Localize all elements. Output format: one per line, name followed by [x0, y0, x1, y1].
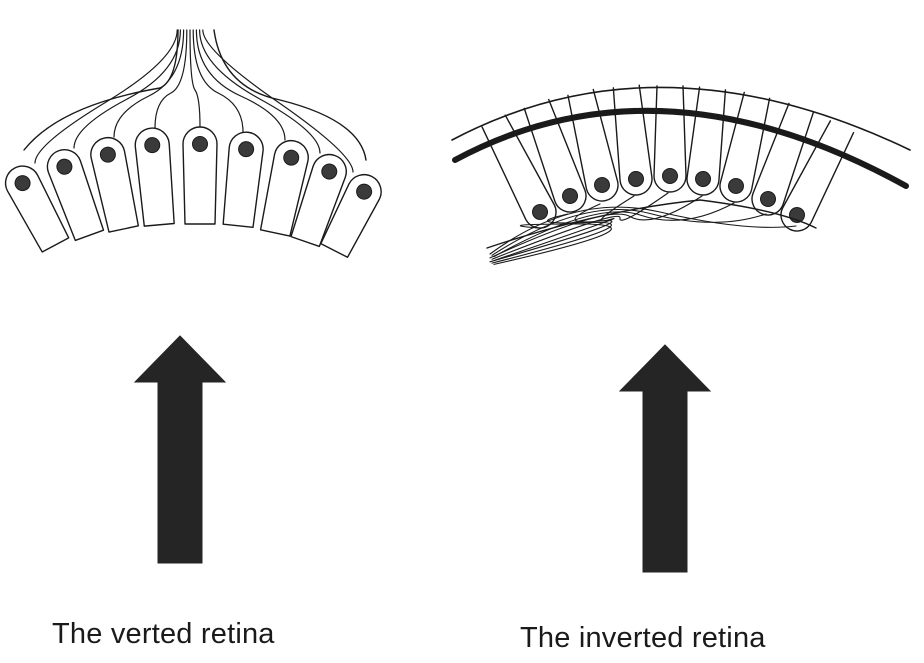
cell-nucleus: [144, 137, 161, 154]
verted-retina-caption: The verted retina: [52, 618, 275, 650]
nerve-fibre: [493, 195, 635, 262]
verted-photoreceptor-cell: [90, 136, 140, 233]
cell-body-outline: [523, 98, 587, 213]
cell-nucleus: [192, 136, 208, 152]
verted-photoreceptor-cell: [259, 139, 309, 237]
cell-body-outline: [46, 149, 105, 242]
cell-body-outline: [4, 165, 70, 253]
nerve-fibre: [491, 213, 612, 264]
cell-body-outline: [290, 153, 347, 248]
cell-nucleus: [321, 163, 338, 180]
nerve-fibre: [493, 202, 735, 258]
cell-body-outline: [481, 114, 557, 229]
cell-body-outline: [90, 136, 140, 233]
verted-photoreceptor-cell: [182, 126, 218, 225]
nerve-fibre: [489, 195, 703, 259]
cell-nucleus: [283, 149, 300, 166]
cell-nucleus: [728, 178, 744, 194]
nerve-fibre: [202, 29, 354, 173]
verted-photoreceptor-cell: [4, 165, 70, 253]
light-direction-arrows: [133, 335, 712, 573]
nerve-fibre: [195, 29, 286, 141]
cell-body-outline: [612, 84, 653, 196]
cell-body-outline: [567, 88, 619, 202]
cell-nucleus: [99, 146, 116, 163]
nerve-fibre: [199, 29, 321, 154]
up-arrow-right: [618, 344, 712, 573]
verted-photoreceptor-cell: [290, 153, 347, 248]
cell-nucleus: [238, 141, 255, 158]
verted-photoreceptor-cell: [134, 127, 175, 227]
cell-body-outline: [780, 120, 855, 232]
cell-nucleus: [532, 204, 548, 220]
inverted-photoreceptor-cell: [719, 91, 771, 203]
pigment-layer: [452, 107, 909, 189]
inverted-photoreceptor-cell: [751, 102, 815, 216]
inverted-photoreceptor-cell: [481, 114, 557, 229]
nerve-fibre: [113, 29, 185, 138]
envelope-right: [213, 29, 367, 161]
cell-nucleus: [695, 171, 711, 187]
nerve-fibre: [491, 208, 767, 256]
cell-nucleus: [662, 168, 678, 184]
cell-nucleus: [562, 188, 578, 204]
inverted-retina-drawing: [451, 84, 911, 265]
nerve-fibre: [491, 192, 669, 260]
cell-body-outline: [182, 126, 218, 225]
nerve-fibre: [489, 203, 613, 263]
up-arrow-left: [133, 335, 227, 564]
nerve-fibre: [192, 29, 244, 133]
nerve-fibre: [154, 29, 188, 129]
outer-membrane: [451, 86, 911, 151]
verted-photoreceptor-cell: [320, 174, 382, 258]
cell-nucleus: [56, 158, 73, 175]
cell-body-outline: [259, 139, 309, 237]
cell-body-outline: [751, 102, 815, 216]
cell-nucleus: [14, 175, 31, 192]
verted-photoreceptor-cell: [46, 149, 105, 242]
cell-body-outline: [134, 127, 175, 227]
cell-body-outline: [653, 85, 687, 193]
inverted-photoreceptor-cell: [612, 84, 653, 196]
nerve-fibre: [73, 29, 181, 149]
cell-nucleus: [594, 177, 610, 193]
cell-nucleus: [356, 183, 373, 200]
envelope-left: [23, 29, 179, 151]
verted-retina-drawing: [4, 29, 382, 258]
nerve-fibre: [34, 29, 178, 164]
cell-body-outline: [719, 91, 771, 203]
nerve-fibre: [189, 29, 201, 128]
cell-body-outline: [686, 86, 727, 196]
cell-nucleus: [760, 191, 776, 207]
verted-photoreceptor-cell: [222, 131, 264, 229]
inverted-photoreceptor-cell: [686, 86, 727, 196]
nerve-fibre: [489, 206, 797, 255]
nerve-fibre: [493, 223, 612, 265]
inverted-photoreceptor-cell: [653, 85, 687, 193]
inverted-retina-caption: The inverted retina: [520, 622, 766, 654]
inverted-photoreceptor-cell: [523, 98, 587, 213]
inverted-photoreceptor-cell: [567, 88, 619, 202]
cell-body-outline: [222, 131, 264, 229]
cell-body-outline: [320, 174, 382, 258]
inner-boundary: [486, 199, 817, 249]
cell-nucleus: [628, 171, 644, 187]
